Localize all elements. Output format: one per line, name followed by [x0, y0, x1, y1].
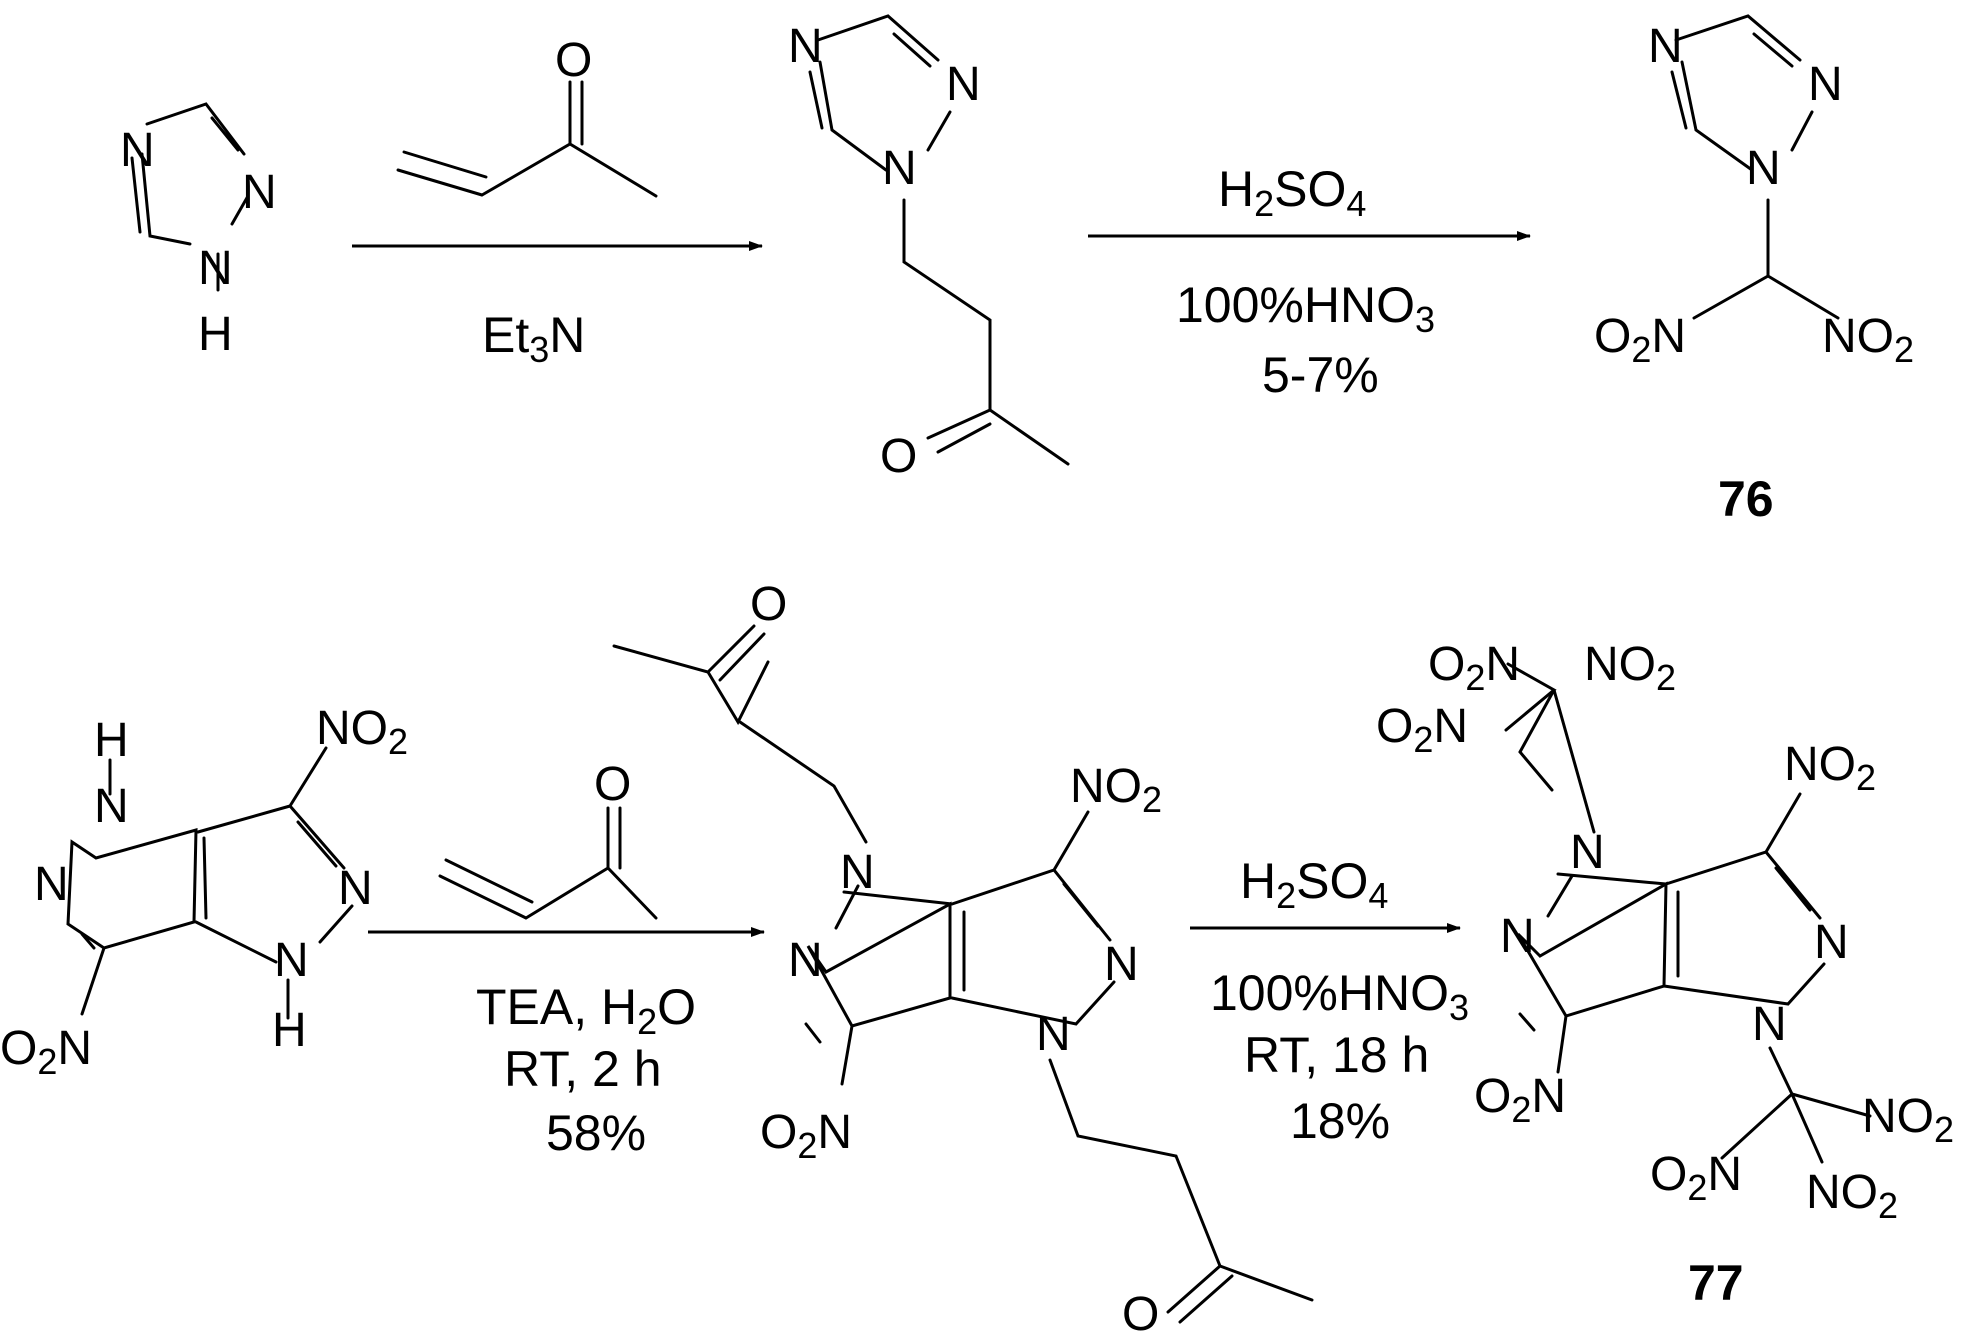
reagent-hno3: 100%HNO3 [1176, 277, 1435, 340]
compound-76-structure: N N N O2N NO2 76 [1594, 14, 1914, 527]
atom-n: N [1746, 142, 1781, 195]
yield-58: 58% [546, 1105, 646, 1161]
no2-group: NO2 [1862, 1090, 1954, 1150]
yield-18: 18% [1290, 1093, 1390, 1149]
atom-h: H [272, 1004, 307, 1057]
reagent-et3n: Et3N [482, 307, 585, 370]
atom-n: N [34, 858, 69, 911]
atom-n: N [120, 124, 155, 177]
atom-o: O [594, 758, 631, 811]
atom-n: N [788, 934, 823, 987]
atom-h: H [198, 308, 233, 361]
o2n-group: O2N [1474, 1070, 1566, 1130]
compound-label-76: 76 [1718, 471, 1774, 527]
atom-n: N [94, 780, 129, 833]
atom-n: N [1104, 938, 1139, 991]
reagent-h2so4: H2SO4 [1240, 853, 1388, 916]
o2n-group: O2N [1376, 700, 1468, 760]
no2-group: NO2 [1822, 310, 1914, 370]
no2-group: NO2 [1784, 738, 1876, 798]
o2n-group: O2N [1428, 638, 1520, 698]
o2n-group: O2N [0, 1022, 92, 1082]
condition-rt-2h: RT, 2 h [504, 1041, 662, 1097]
atom-n: N [1570, 826, 1605, 879]
reagent-h2so4: H2SO4 [1218, 161, 1366, 224]
dinitropyrazolopyrazole-start-structure: H N N N N H NO2 O2N [0, 702, 408, 1082]
no2-group: NO2 [316, 702, 408, 762]
atom-o: O [555, 34, 592, 87]
reaction-arrow-2: H2SO4 100%HNO3 5-7% [1088, 161, 1531, 403]
atom-n: N [946, 58, 981, 111]
atom-n: N [1752, 998, 1787, 1051]
atom-n: N [198, 242, 233, 295]
atom-n: N [882, 142, 917, 195]
reagent-hno3: 100%HNO3 [1210, 965, 1469, 1028]
atom-n: N [1648, 20, 1683, 73]
compound-label-77: 77 [1688, 1255, 1744, 1311]
reaction-arrow-1: O Et3N [352, 34, 763, 370]
atom-n: N [1500, 910, 1535, 963]
reaction-arrow-3: O TEA, H2O RT, 2 h 58% [368, 758, 765, 1161]
atom-n: N [1808, 58, 1843, 111]
atom-n: N [274, 934, 309, 987]
atom-o: O [750, 578, 787, 631]
compound-77-structure: O2N NO2 O2N NO2 N N N N O2N NO2 O2N NO2 … [1376, 638, 1954, 1311]
bis-oxobutyl-dinitropyrazolopyrazole-structure: O N N N N NO2 O2N O [612, 578, 1314, 1336]
atom-n: N [788, 20, 823, 73]
o2n-group: O2N [760, 1106, 852, 1166]
reagent-tea-h2o: TEA, H2O [476, 979, 696, 1042]
atom-n: N [1814, 916, 1849, 969]
condition-rt-18h: RT, 18 h [1244, 1027, 1429, 1083]
no2-group: NO2 [1584, 638, 1676, 698]
atom-n: N [338, 862, 373, 915]
o2n-group: O2N [1594, 310, 1686, 370]
atom-o: O [880, 430, 917, 483]
reaction-arrow-4: H2SO4 100%HNO3 RT, 18 h 18% [1190, 853, 1469, 1149]
atom-n: N [242, 166, 277, 219]
no2-group: NO2 [1806, 1166, 1898, 1226]
yield-5-7: 5-7% [1262, 347, 1379, 403]
triazolyl-butanone-structure: N N N O [788, 14, 1070, 483]
no2-group: NO2 [1070, 760, 1162, 820]
o2n-group: O2N [1650, 1148, 1742, 1208]
atom-o: O [1122, 1288, 1159, 1336]
triazole-start-structure: N N N H [120, 102, 277, 361]
atom-n: N [840, 846, 875, 899]
atom-h: H [94, 714, 129, 767]
atom-n: N [1036, 1008, 1071, 1061]
